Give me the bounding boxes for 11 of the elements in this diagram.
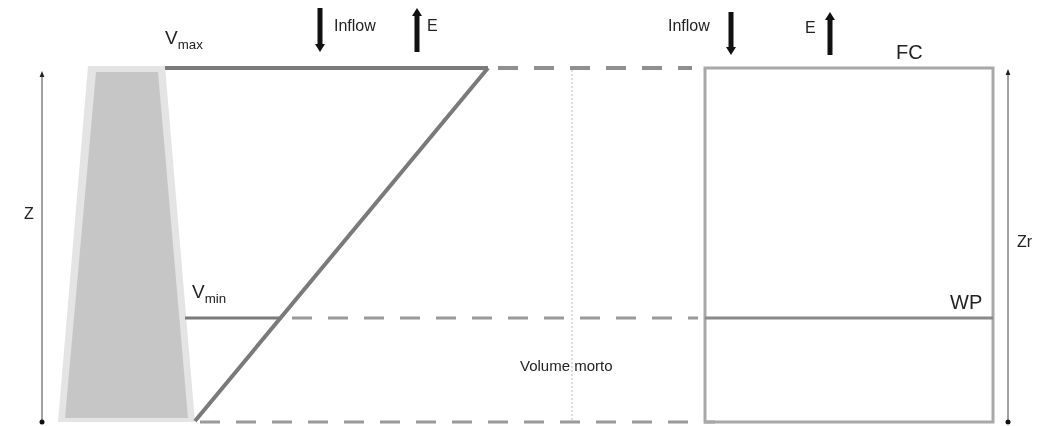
level-label: E xyxy=(805,20,816,36)
level-label: V$_{max}$ xyxy=(165,28,203,51)
level-label: WP xyxy=(950,292,983,312)
dimension-label: Zr xyxy=(1017,234,1033,250)
level-label: Inflow xyxy=(668,18,710,34)
level-label: FC xyxy=(896,42,923,62)
level-label: E xyxy=(427,18,438,34)
zone-label: Volume morto xyxy=(520,358,613,373)
dimension-label: Z xyxy=(24,206,34,222)
level-label: V$_{min}$ xyxy=(192,282,227,305)
level-label: Inflow xyxy=(334,18,376,34)
